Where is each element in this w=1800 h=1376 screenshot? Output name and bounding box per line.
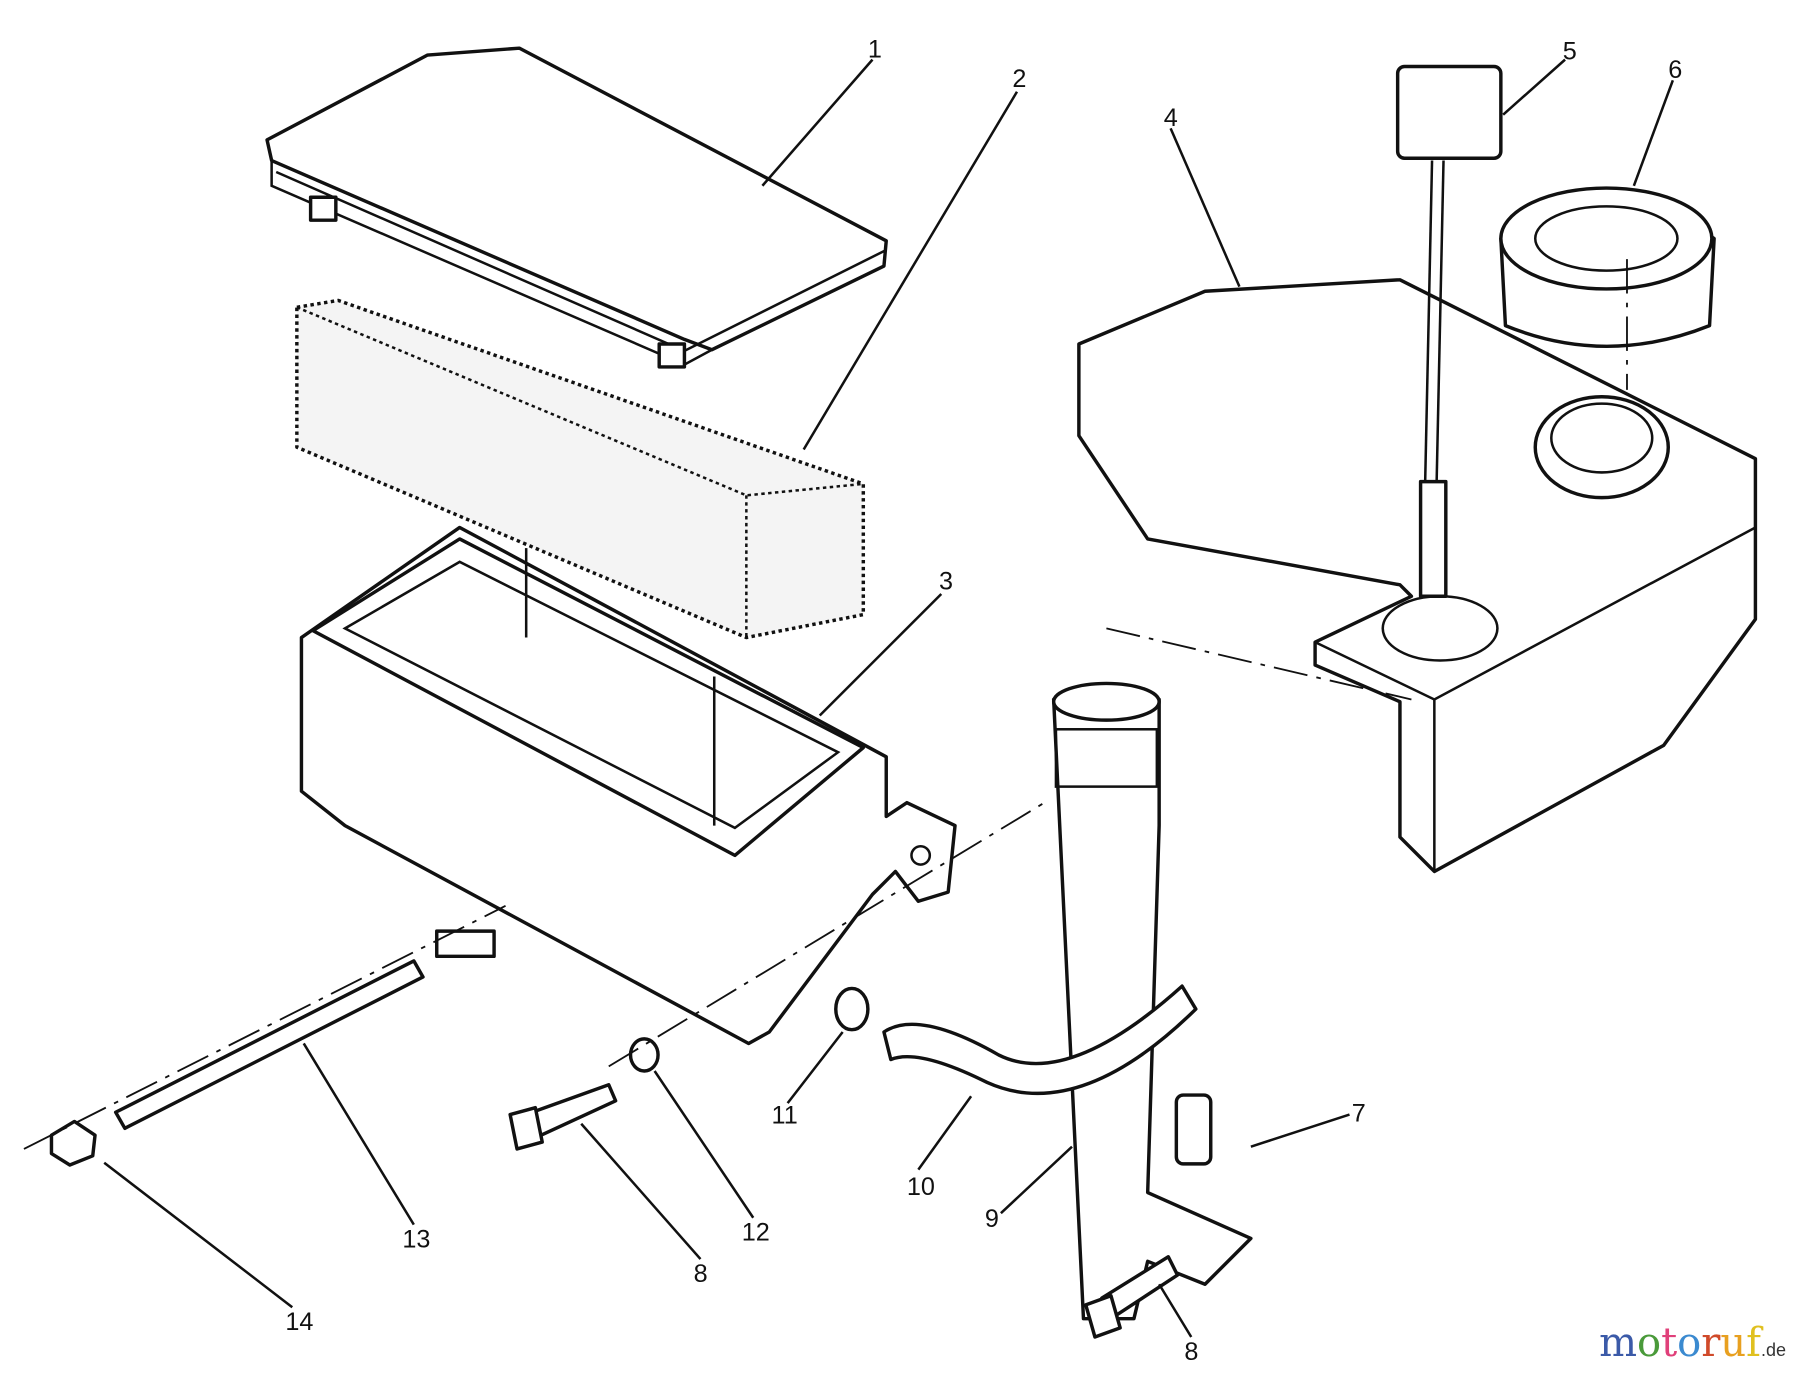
callout-2: 2 xyxy=(1012,65,1026,93)
callout-11: 11 xyxy=(772,1102,798,1130)
callout-1: 1 xyxy=(868,35,882,63)
foam-filter-element xyxy=(295,298,866,640)
screw xyxy=(508,1083,618,1151)
callout-7: 7 xyxy=(1352,1099,1366,1127)
callout-8: 8 xyxy=(694,1260,708,1288)
hose xyxy=(882,984,1198,1096)
callout-14: 14 xyxy=(285,1308,313,1336)
air-cleaner-cover xyxy=(265,46,888,369)
watermark-logo: motoruf.de xyxy=(1599,1320,1786,1366)
callout-13: 13 xyxy=(402,1226,430,1254)
callout-6: 6 xyxy=(1668,56,1682,84)
callout-8: 8 xyxy=(1184,1338,1198,1366)
callout-4: 4 xyxy=(1164,104,1178,132)
fuel-tank xyxy=(1077,278,1758,874)
callout-9: 9 xyxy=(985,1205,999,1233)
hose-clamp xyxy=(834,986,870,1032)
callout-12: 12 xyxy=(742,1219,770,1247)
callout-3: 3 xyxy=(939,567,953,595)
washer xyxy=(628,1037,660,1073)
nut xyxy=(49,1119,97,1167)
stud xyxy=(113,959,425,1131)
dipstick xyxy=(1395,64,1503,598)
screw xyxy=(1084,1255,1180,1339)
air-cleaner-base xyxy=(299,525,957,1046)
callout-5: 5 xyxy=(1563,38,1577,66)
callout-10: 10 xyxy=(907,1173,935,1201)
filler-tube xyxy=(1051,681,1253,1321)
leader-lines xyxy=(103,58,1675,1338)
fuel-cap xyxy=(1499,186,1716,348)
